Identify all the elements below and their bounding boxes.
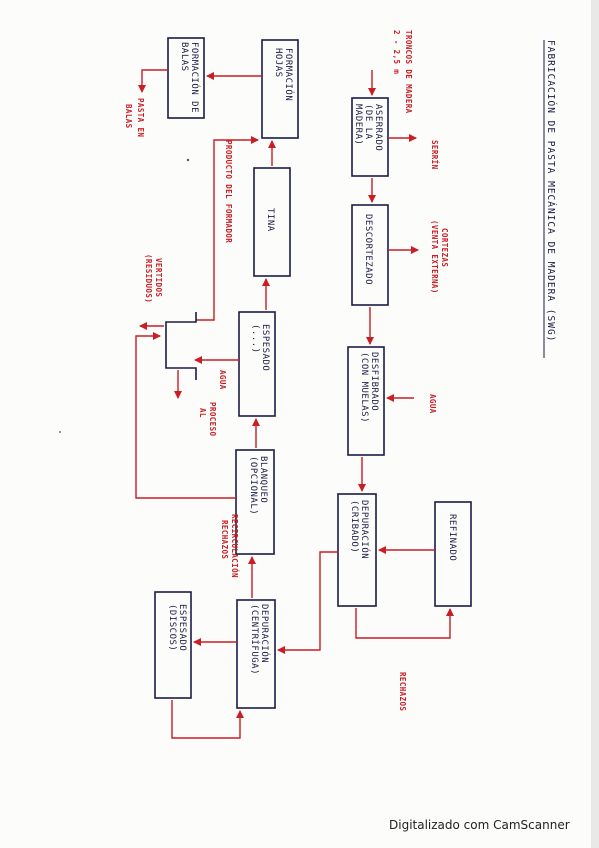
node-line: DESFIBRADO: [369, 352, 379, 411]
label-recirculacion-line1: RECIRCULACIÓN: [230, 514, 239, 578]
label-agua-1-text: AGUA: [428, 394, 437, 414]
box-formacion-balas: [167, 37, 205, 119]
box-desfibrado: [347, 346, 385, 456]
node-line: (DE LA: [363, 104, 373, 140]
label-residuos: VERTIDOS (RESIDUOS): [144, 254, 163, 303]
label-al-proceso: AL PROCESO: [198, 402, 217, 436]
arrow-recirculacion-rechazos: [135, 332, 236, 499]
arrow-espesado-loop: [171, 700, 244, 739]
arrow-cribado-centrifuga: [277, 551, 338, 654]
node-line: REFINADO: [447, 514, 457, 561]
node-line: (CENTRÍFUGA): [249, 604, 261, 675]
node-blanqueo: BLANQUEO (OPCIONAL): [248, 456, 268, 515]
node-depuracion-cribado: DEPURACIÓN (CRIBADO): [349, 500, 371, 559]
node-descortezado: DESCORTEZADO: [363, 214, 373, 285]
label-input-line1: TRONCOS DE MADERA: [404, 30, 413, 114]
node-line: MADERA): [353, 104, 363, 145]
node-line: DEPURACIÓN: [359, 500, 371, 559]
node-line: BLANQUEO: [258, 456, 268, 503]
node-espesado-discos: ESPESADO (DISCOS): [167, 604, 187, 651]
node-line: ASERRADO: [373, 104, 383, 151]
label-serrin-text: SERRÍN: [430, 140, 439, 170]
node-line: FORMACIÓN DE: [189, 42, 201, 113]
node-formacion-balas: FORMACIÓN DE BALAS: [179, 42, 201, 113]
label-cortezas-line2: (VENTA EXTERNA): [430, 220, 439, 294]
node-line: (CON MUELAS): [359, 352, 369, 423]
scan-speck: [186, 158, 190, 162]
node-espesado: ESPESADO (...): [250, 324, 270, 371]
label-salida-line2: BALAS: [124, 104, 133, 129]
label-cortezas-line1: CORTEZAS: [440, 228, 449, 267]
scan-speck: [59, 431, 61, 433]
node-line: ESPESADO: [177, 604, 187, 651]
box-depuracion-centrifuga: [236, 599, 276, 709]
node-line: (...): [250, 324, 260, 354]
label-secado-text: PRODUCTO DEL FORMADOR: [224, 140, 233, 243]
label-input-line2: 2 - 2,5 m: [392, 30, 401, 74]
node-desfibrado: DESFIBRADO (CON MUELAS): [359, 352, 379, 423]
title-text: FABRICACIÓN DE PASTA MECÁNICA DE MADERA …: [545, 40, 557, 342]
box-depuracion-cribado: [337, 493, 377, 607]
arrow-output: [138, 69, 168, 93]
box-aserrado: [351, 97, 389, 177]
box-formacion-hojas: [261, 39, 299, 139]
node-line: HOJAS: [273, 48, 283, 78]
node-line: (OPCIONAL): [248, 456, 258, 515]
water-tank: [165, 312, 197, 380]
label-residuos-line2: (RESIDUOS): [144, 254, 153, 303]
label-secado: PRODUCTO DEL FORMADOR: [224, 140, 233, 243]
box-descortezado: [351, 204, 389, 306]
box-blanqueo: [235, 449, 275, 555]
node-line: BALAS: [179, 42, 189, 72]
node-refinado: REFINADO: [447, 514, 457, 561]
label-input: TRONCOS DE MADERA: [404, 30, 413, 114]
label-salida: PASTA EN BALAS: [124, 98, 145, 137]
page-edge: [591, 0, 599, 848]
label-al-proceso-line2: PROCESO: [208, 402, 217, 436]
node-aserrado: ASERRADO (DE LA MADERA): [353, 104, 383, 151]
node-line: ESPESADO: [260, 324, 270, 371]
label-input-size: 2 - 2,5 m: [392, 30, 401, 74]
node-depuracion-centrifuga: DEPURACIÓN (CENTRÍFUGA): [249, 604, 271, 675]
box-tina: [253, 167, 291, 277]
node-formacion-hojas: FORMACIÓN HOJAS: [273, 48, 295, 101]
node-line: DESCORTEZADO: [363, 214, 373, 285]
node-line: (DISCOS): [167, 604, 177, 651]
box-refinado: [434, 501, 472, 607]
label-serrin: SERRÍN: [430, 140, 439, 170]
label-agua-2: AGUA: [218, 370, 227, 390]
label-recirculacion: RECIRCULACIÓN RECHAZOS: [220, 514, 239, 578]
label-recirculacion-line2: RECHAZOS: [220, 520, 229, 559]
arrow-rechazos-loop: [355, 608, 454, 639]
node-line: DEPURACIÓN: [259, 604, 271, 663]
node-line: FORMACIÓN: [283, 48, 295, 101]
label-al-proceso-line1: AL: [198, 408, 207, 418]
node-line: (CRIBADO): [349, 500, 359, 553]
diagram-title: FABRICACIÓN DE PASTA MECÁNICA DE MADERA …: [543, 40, 557, 358]
label-cortezas: CORTEZAS (VENTA EXTERNA): [430, 220, 449, 294]
label-residuos-line1: VERTIDOS: [154, 258, 163, 297]
label-agua-2-text: AGUA: [218, 370, 227, 390]
label-rechazos-text: RECHAZOS: [398, 672, 407, 711]
node-tina: TINA: [265, 208, 275, 232]
label-agua-1: AGUA: [428, 394, 437, 414]
scanner-watermark: Digitalizado com CamScanner: [389, 818, 570, 832]
label-rechazos: RECHAZOS: [398, 672, 407, 711]
box-espesado-discos: [154, 591, 192, 699]
box-espesado: [238, 311, 276, 417]
arrow-recirculacion-tina: [196, 136, 259, 321]
node-line: TINA: [265, 208, 275, 232]
label-salida-line1: PASTA EN: [136, 98, 145, 137]
